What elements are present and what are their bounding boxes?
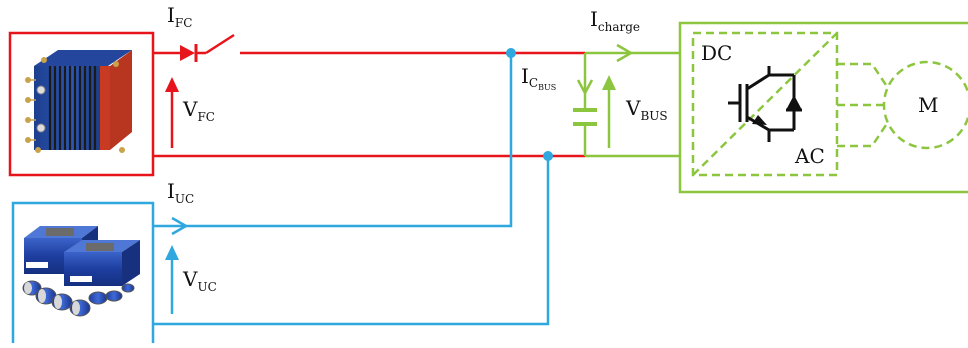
motor-label: M — [918, 93, 938, 117]
i-charge-label: Icharge — [590, 7, 640, 34]
freewheel-diode-icon — [786, 95, 802, 110]
v-fc-label: VFC — [182, 97, 215, 124]
phase-lines — [837, 62, 890, 148]
inverter-diagonal — [692, 32, 838, 176]
uc-bottom-wire — [153, 156, 550, 326]
drive-box — [678, 21, 968, 194]
i-uc-arrow — [171, 216, 189, 236]
ultracapacitor-branch: IUC VUC — [11, 48, 553, 343]
ac-label: AC — [794, 144, 825, 168]
i-charge-arrow — [616, 43, 634, 63]
ultracapacitor-modules-photo — [22, 226, 140, 317]
v-uc-label: VUC — [182, 267, 217, 294]
i-cbus-arrow — [576, 79, 594, 96]
motor-icon — [882, 60, 968, 150]
switch-icon — [205, 33, 235, 55]
i-cbus-label: ICBUS — [521, 64, 556, 92]
dc-bus: Icharge ICBUS VBUS — [521, 7, 680, 158]
diode-icon — [180, 45, 195, 61]
junction-top — [506, 48, 516, 58]
v-bus-label: VBUS — [625, 96, 668, 123]
dc-label: DC — [701, 41, 732, 65]
i-fc-label: IFC — [167, 3, 192, 30]
fuel-cell-stack-photo — [25, 50, 132, 153]
junction-bottom — [543, 151, 553, 161]
uc-box — [11, 201, 155, 343]
inverter-motor: DC AC M — [678, 21, 968, 194]
uc-top-wire — [153, 53, 513, 228]
i-uc-label: IUC — [167, 179, 194, 206]
fuel-cell-box — [8, 31, 155, 177]
fuel-cell-branch: IFC VFC — [8, 3, 585, 177]
